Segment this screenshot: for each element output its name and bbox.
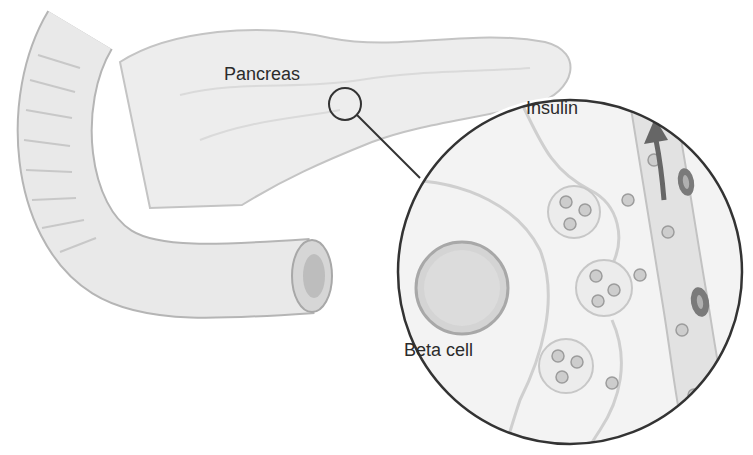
part-label: Beta cell <box>404 340 473 362</box>
red-blood-cell <box>676 167 712 319</box>
flow-arrow <box>656 140 664 200</box>
part-label: Insulin <box>526 98 578 120</box>
magnifier-lens <box>398 100 742 444</box>
magnified-cells <box>390 90 750 455</box>
magnifier-spot <box>329 88 361 120</box>
duodenum <box>55 30 312 281</box>
part-label: Pancreas <box>224 64 300 86</box>
magnifier-leader <box>357 115 420 178</box>
duodenum-opening <box>292 240 332 312</box>
nucleus <box>416 242 508 334</box>
